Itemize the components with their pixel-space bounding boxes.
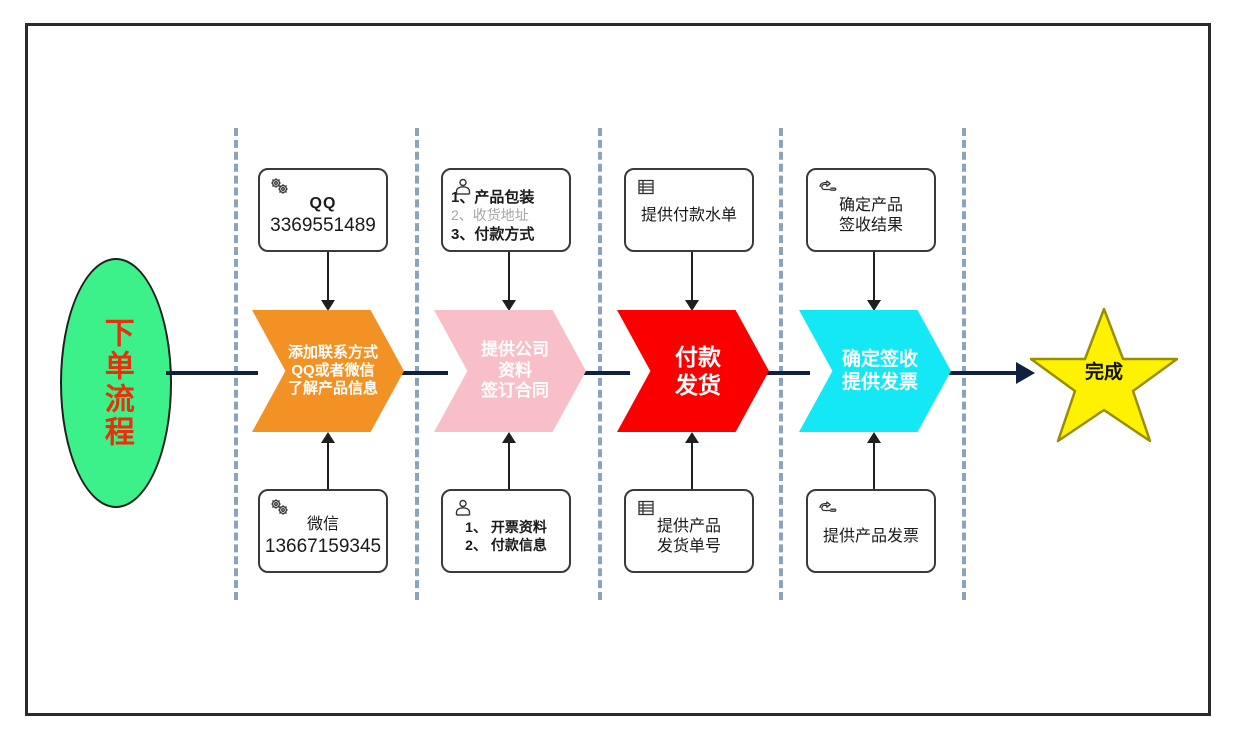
note-box-stage2-bottom[interactable]: 1、 开票资料 2、 付款信息 [441,489,571,573]
note-box-stage1-bottom[interactable]: 微信 13667159345 [258,489,388,573]
arrowhead-stage4-bottom [867,432,881,443]
note-line: QQ [309,194,337,212]
note-box-stage2-top[interactable]: 1、产品包装 2、收货地址 3、付款方式 [441,168,571,252]
chevron-line: 了解产品信息 [287,380,378,398]
connector-stage2-bottom-note [508,443,510,491]
gears-icon [269,177,291,197]
note-box-stage3-bottom[interactable]: 提供产品 发货单号 [624,489,754,573]
gears-icon [269,498,291,518]
pointing-hand-icon [817,177,839,197]
note-box-stage4-top[interactable]: 确定产品 签收结果 [806,168,936,252]
note-line: 提供付款水单 [640,206,737,224]
note-box-stage3-top-text: 提供付款水单 [626,194,752,226]
lane-separator-3 [598,128,602,600]
note-line: 2、 付款信息 [465,537,547,553]
arrowhead-stage2-bottom [502,432,516,443]
stage-chevron-1-text: 添加联系方式 QQ或者微信 了解产品信息 [278,344,378,399]
chevron-line: 付款 [675,343,721,370]
note-line: 3、付款方式 [451,225,535,243]
lane-separator-2 [415,128,419,600]
chevron-line: 资料 [498,360,532,380]
star-shape [1029,307,1179,443]
arrowhead-stage1-top [321,300,335,311]
diagram-frame [25,23,1211,716]
stage-chevron-4-text: 确定签收 提供发票 [832,348,918,394]
note-box-stage4-top-text: 确定产品 签收结果 [808,184,934,237]
chevron-line: 确定签收 [841,348,918,370]
connector-stage1-top-note [327,252,329,304]
start-node-label: 下单流程 [99,317,133,449]
stage-chevron-3-text: 付款 发货 [665,343,721,399]
stage-chevron-2-text: 提供公司 资料 签订合同 [471,340,549,402]
connector-stage1-to-stage2 [388,371,448,375]
connector-stage1-bottom-note [327,443,329,491]
chevron-line: 提供公司 [481,339,549,359]
pointing-hand-icon [817,498,839,518]
start-node-order-process[interactable]: 下单流程 [60,258,172,508]
arrowhead-stage4-top [867,300,881,311]
note-line: 签收结果 [838,217,903,234]
note-line: 1、 开票资料 [465,519,547,536]
connector-stage3-bottom-note [691,443,693,491]
note-line: 2、收货地址 [451,207,529,224]
note-box-stage3-bottom-text: 提供产品 发货单号 [626,505,752,558]
list-table-icon [635,498,657,518]
lane-separator-4 [779,128,783,600]
note-box-stage4-bottom-text: 提供产品发票 [808,515,934,547]
arrowhead-stage3-bottom [685,432,699,443]
note-line: 3369551489 [270,215,376,237]
connector-start-to-stage1 [166,371,258,375]
lane-separator-5 [962,128,966,600]
note-box-stage1-bottom-text: 微信 13667159345 [260,503,386,560]
note-box-stage2-top-text: 1、产品包装 2、收货地址 3、付款方式 [435,176,577,244]
note-box-stage3-top[interactable]: 提供付款水单 [624,168,754,252]
chevron-line: 添加联系方式 [287,343,378,361]
connector-stage2-to-stage3 [570,371,630,375]
note-line: 微信 [306,515,339,533]
note-line: 发货单号 [656,538,721,555]
chevron-line: 提供发票 [841,372,918,393]
connector-stage4-bottom-note [873,443,875,491]
note-line: 确定产品 [838,196,903,214]
note-line: 1、产品包装 [451,188,535,206]
arrowhead-stage2-top [502,300,516,311]
end-node-label: 完成 [1084,362,1123,383]
chevron-line: 签订合同 [481,381,549,401]
connector-stage3-to-stage4 [752,371,810,375]
connector-stage2-top-note [508,252,510,304]
connector-stage4-top-note [873,252,875,304]
note-line: 提供产品发票 [822,527,919,545]
arrowhead-to-end [1016,362,1035,384]
note-line: 提供产品 [656,517,721,535]
list-table-icon [635,177,657,197]
arrowhead-stage3-top [685,300,699,311]
chevron-line: QQ或者微信 [291,361,375,379]
note-box-stage1-top[interactable]: QQ 3369551489 [258,168,388,252]
connector-stage4-to-end [934,371,1020,375]
note-box-stage1-top-text: QQ 3369551489 [260,182,386,239]
connector-stage3-top-note [691,252,693,304]
contact-person-icon [452,498,474,518]
lane-separator-1 [234,128,238,600]
note-box-stage2-bottom-text: 1、 开票资料 2、 付款信息 [443,507,569,555]
note-line: 13667159345 [264,536,382,558]
chevron-line: 发货 [675,372,721,398]
arrowhead-stage1-bottom [321,432,335,443]
end-node-complete[interactable]: 完成 [1029,305,1179,445]
note-box-stage4-bottom[interactable]: 提供产品发票 [806,489,936,573]
contact-person-icon [452,177,474,197]
